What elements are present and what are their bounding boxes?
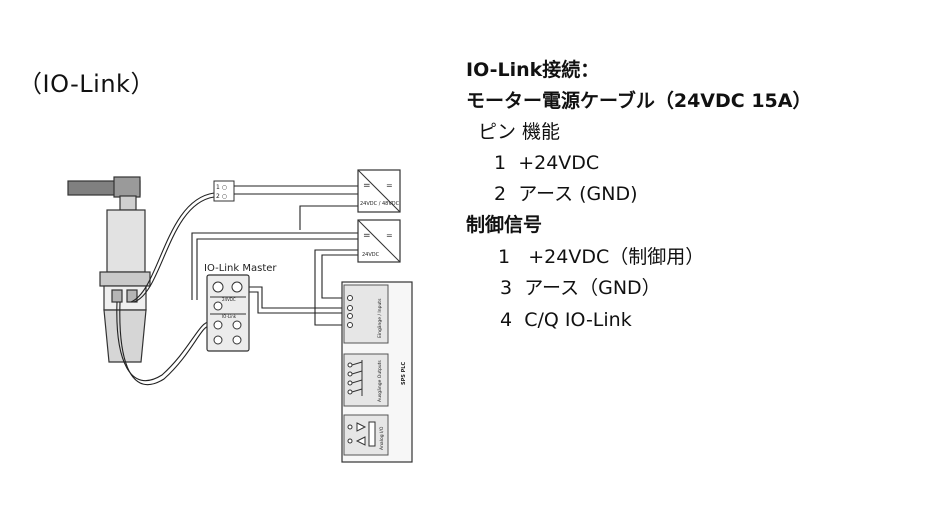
signal-pin-row: 1 +24VDC（制御用） [498, 245, 704, 269]
plc-input-label: Eingänge / Inputs [377, 298, 383, 338]
connector-box: 1 ○ 2 ○ [213, 180, 235, 202]
plc-label: SPS PLC [401, 362, 407, 385]
pin-function: アース (GND) [518, 183, 638, 205]
cable-heading: モーター電源ケーブル（24VDC 15A） [466, 90, 812, 112]
power-pin-row: 1 +24VDC [494, 151, 599, 175]
pin-function: C/Q IO-Link [524, 309, 632, 331]
master-port-1-label: 24VDC [222, 297, 236, 302]
pin-number: 1 [498, 246, 511, 268]
gripper-device [67, 176, 151, 363]
svg-text:1 ○: 1 ○ [216, 184, 227, 191]
pin-function: +24VDC [518, 152, 600, 174]
svg-text:=: = [386, 181, 393, 190]
psu-1-label: 24VDC / 48VDC [360, 201, 400, 207]
power-supply-1: = = 24VDC / 48VDC [357, 169, 401, 213]
signal-pin-row: 3 アース（GND） [500, 276, 661, 300]
pin-number: 3 [500, 277, 513, 299]
spec-heading: IO-Link接続： [466, 59, 600, 81]
pin-number: 2 [494, 183, 507, 205]
pin-header: ピン 機能 [478, 121, 561, 143]
svg-text:=: = [363, 181, 371, 191]
pin-function: +24VDC（制御用） [528, 246, 705, 268]
pin-function: アース（GND） [524, 277, 661, 299]
svg-text:=: = [386, 231, 393, 240]
plc-output-label: Ausgänge Outputs [377, 360, 383, 402]
io-link-master: IO-Link Master 24VDC IO-Link [204, 263, 277, 352]
psu-2-label: 24VDC [362, 252, 380, 258]
svg-text:2 ○: 2 ○ [216, 193, 227, 200]
signal-heading: 制御信号 [466, 214, 543, 236]
section-title: （IO-Link） [18, 70, 155, 98]
pin-number: 1 [494, 152, 507, 174]
plc-unit: Eingänge / Inputs Ausgänge Outputs SPS P… [341, 281, 413, 463]
plc-analog-label: Analog I/O [379, 426, 385, 450]
power-pin-row: 2 アース (GND) [494, 182, 638, 206]
master-port-2-label: IO-Link [222, 314, 237, 319]
svg-text:=: = [363, 231, 371, 241]
signal-pin-row: 4 C/Q IO-Link [500, 308, 632, 332]
power-supply-2: = = 24VDC [357, 219, 401, 263]
master-label: IO-Link Master [204, 263, 277, 274]
cables [116, 192, 215, 386]
pin-number: 4 [500, 309, 513, 331]
